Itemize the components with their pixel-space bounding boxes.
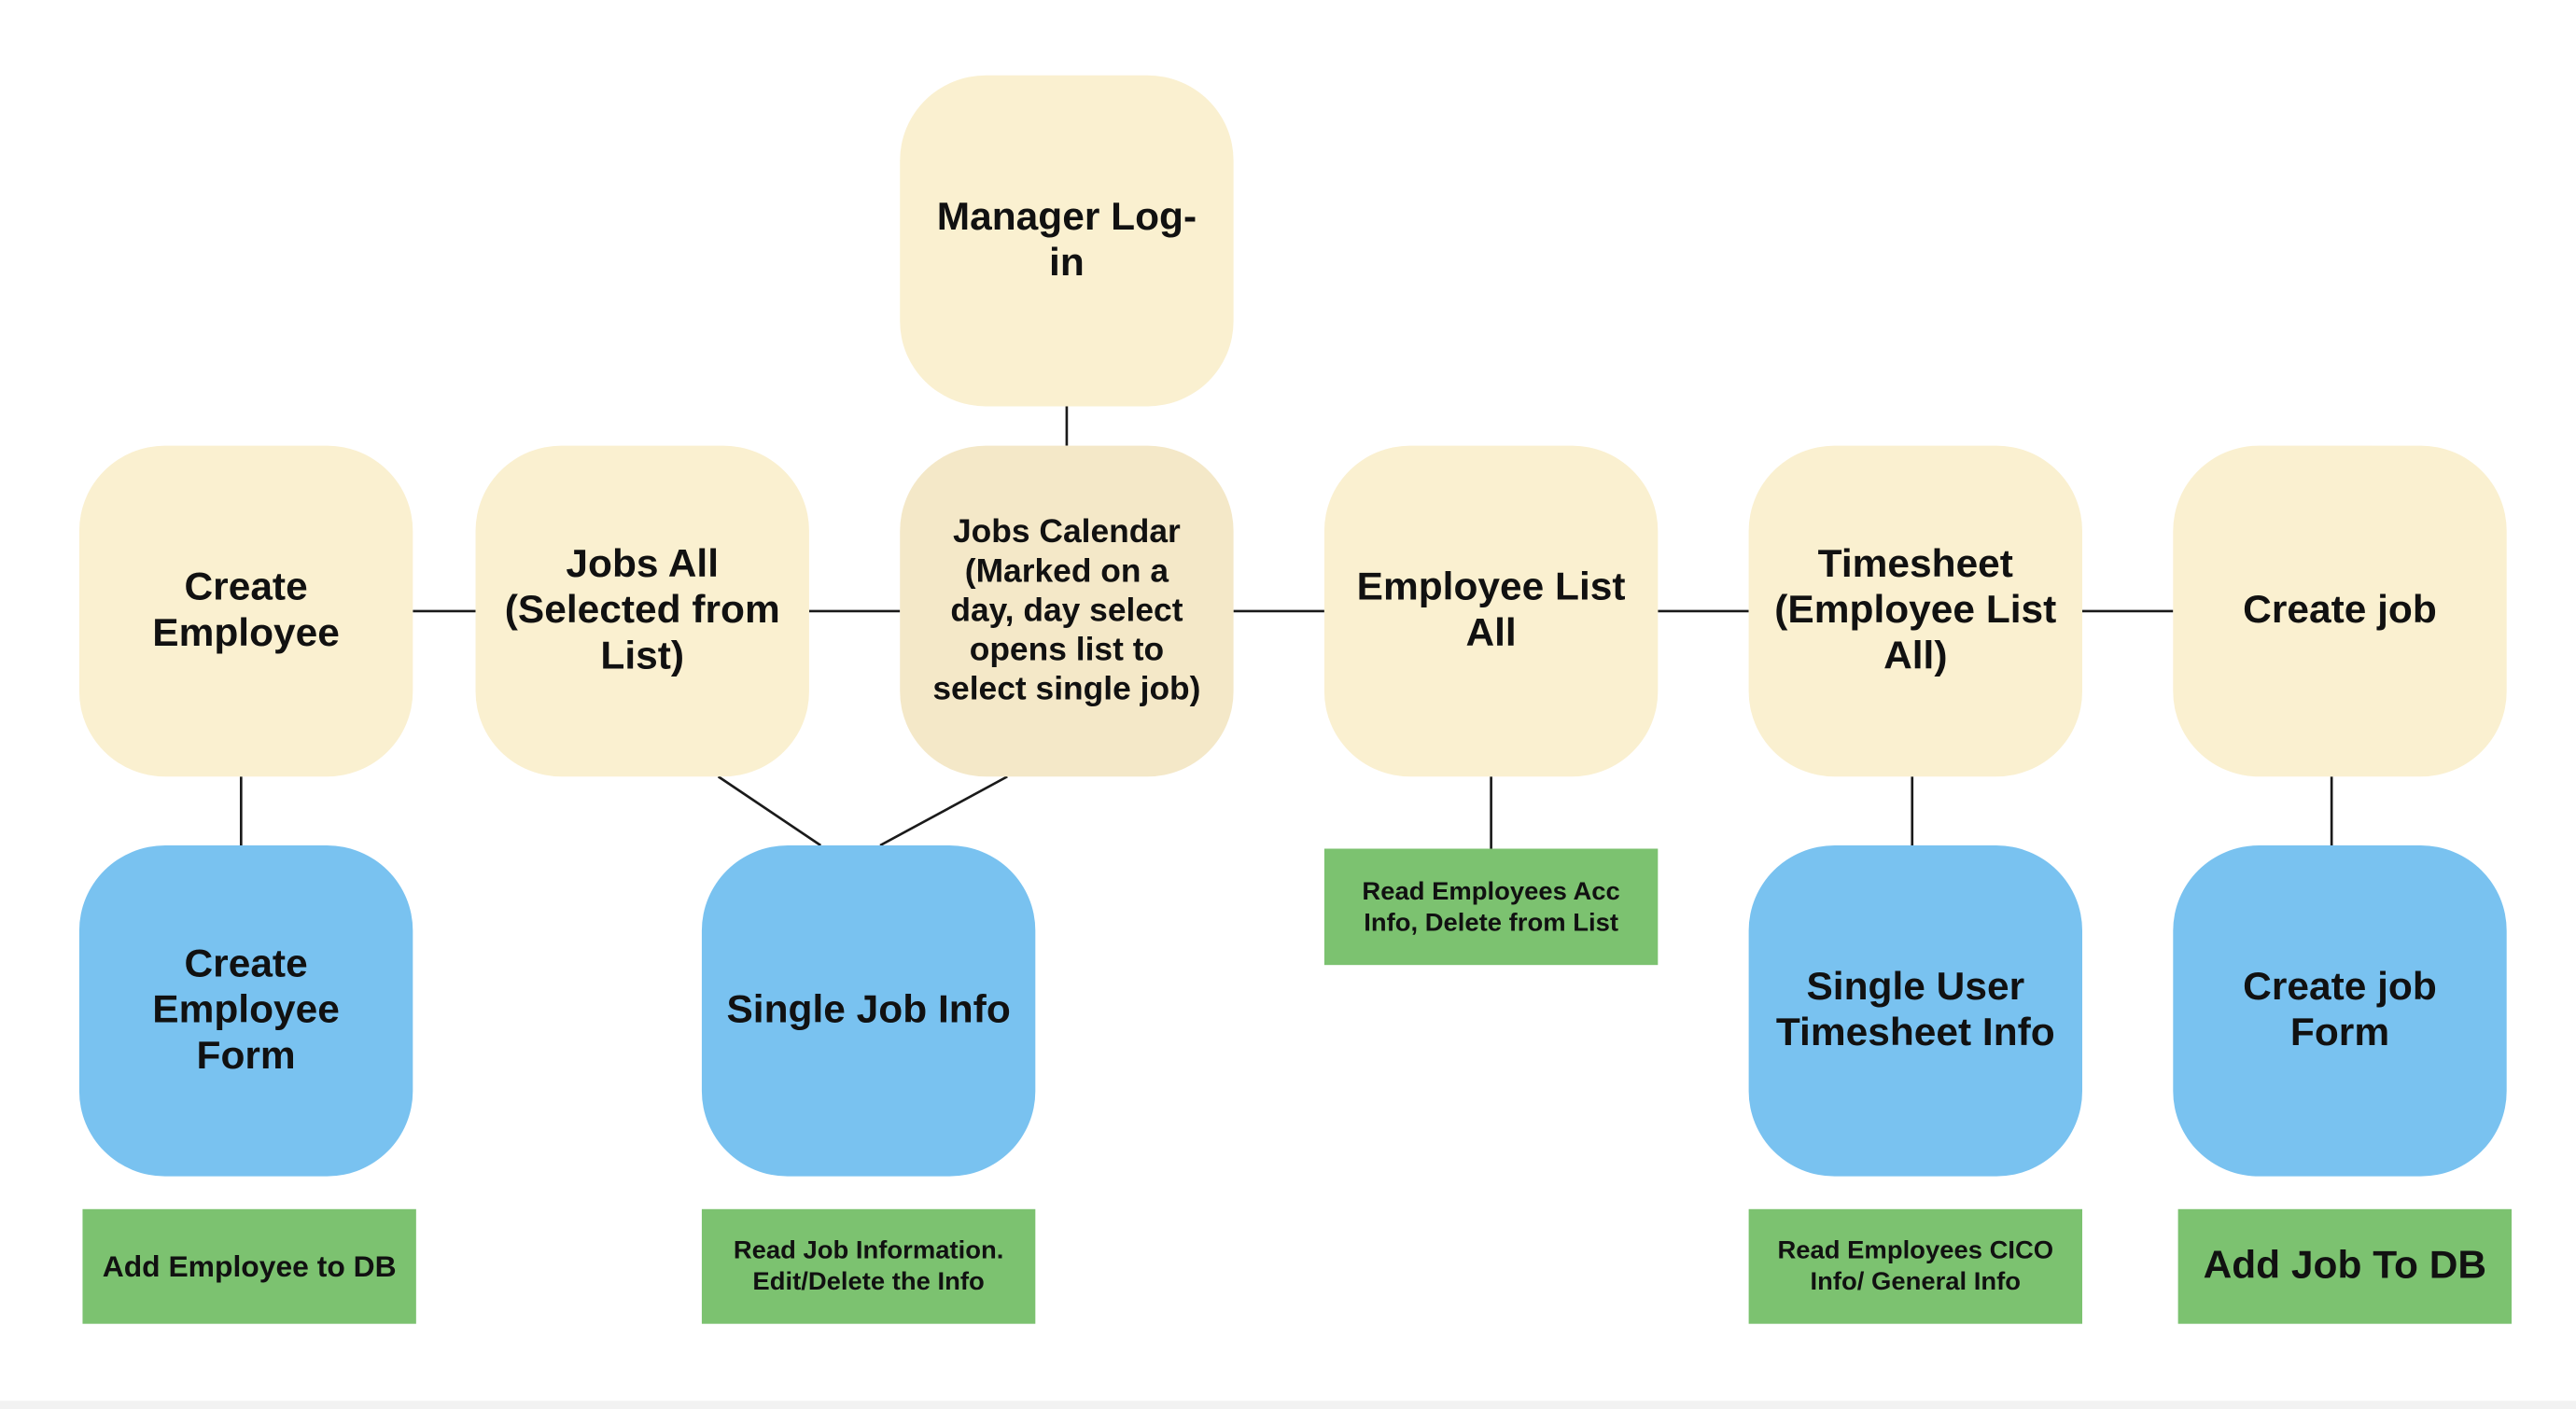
create-employee-form-node: Create Employee Form: [78, 844, 413, 1177]
read-job-information-box: Read Job Information. Edit/Delete the In…: [701, 1208, 1036, 1324]
single-job-info-node: Single Job Info: [701, 844, 1036, 1177]
single-job-info-label: Single Job Info: [726, 987, 1011, 1033]
timesheet-node: Timesheet (Employee List All): [1748, 445, 2082, 777]
employee-list-all-label: Employee List All: [1356, 565, 1626, 656]
timesheet-label: Timesheet (Employee List All): [1774, 542, 2057, 678]
read-employees-acc-info-box: Read Employees Acc Info, Delete from Lis…: [1323, 848, 1659, 966]
manager-login-node: Manager Log-in: [900, 75, 1234, 407]
create-employee-label: Create Employee: [152, 565, 340, 656]
jobs-all-node: Jobs All (Selected from List): [475, 445, 809, 777]
jobs-calendar-label: Jobs Calendar (Marked on a day, day sele…: [932, 514, 1201, 708]
add-employee-to-db-label: Add Employee to DB: [102, 1249, 397, 1282]
read-employees-acc-info-label: Read Employees Acc Info, Delete from Lis…: [1362, 877, 1620, 937]
connector-jobs-all-to-single-job: [717, 775, 822, 847]
create-job-form-node: Create job Form: [2173, 844, 2507, 1177]
read-job-information-label: Read Job Information. Edit/Delete the In…: [733, 1236, 1004, 1296]
create-employee-form-label: Create Employee Form: [152, 942, 340, 1079]
create-job-node: Create job: [2173, 445, 2507, 777]
create-job-label: Create job: [2243, 588, 2437, 633]
connector-calendar-to-single-job: [879, 775, 1008, 847]
employee-list-all-node: Employee List All: [1323, 445, 1659, 777]
read-employees-cico-info-label: Read Employees CICO Info/ General Info: [1777, 1236, 2054, 1296]
jobs-calendar-node: Jobs Calendar (Marked on a day, day sele…: [900, 445, 1234, 777]
single-user-timesheet-info-label: Single User Timesheet Info: [1775, 965, 2055, 1055]
manager-login-label: Manager Log-in: [936, 194, 1197, 286]
create-job-form-label: Create job Form: [2243, 965, 2437, 1055]
single-user-timesheet-info-node: Single User Timesheet Info: [1748, 844, 2082, 1177]
create-employee-node: Create Employee: [78, 445, 413, 777]
read-employees-cico-info-box: Read Employees CICO Info/ General Info: [1748, 1208, 2082, 1324]
jobs-all-label: Jobs All (Selected from List): [504, 542, 780, 678]
add-employee-to-db-box: Add Employee to DB: [82, 1208, 416, 1324]
add-job-to-db-label: Add Job To DB: [2203, 1243, 2487, 1289]
add-job-to-db-box: Add Job To DB: [2177, 1208, 2512, 1324]
bottom-divider: [0, 1401, 2576, 1409]
